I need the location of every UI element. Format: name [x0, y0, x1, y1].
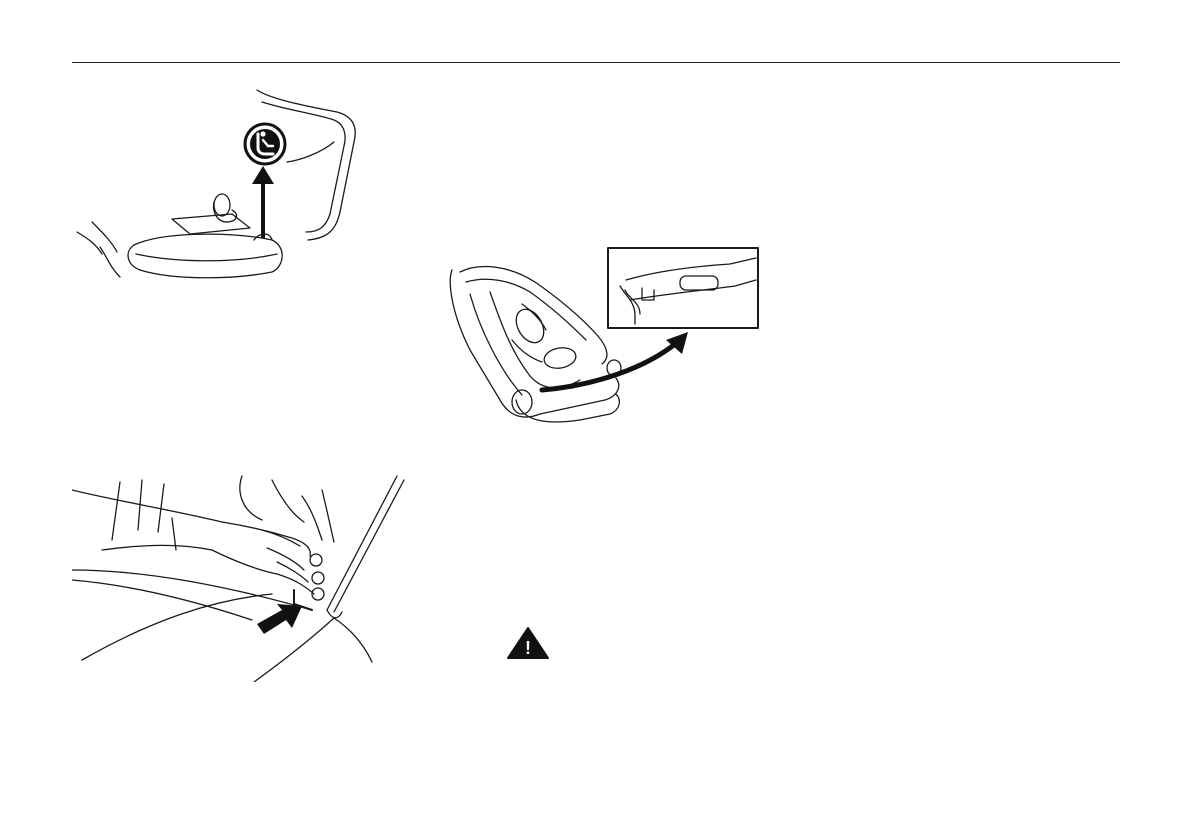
isofix-seat-drawing [72, 82, 402, 292]
header-rule [72, 62, 1120, 63]
hand-push-drawing [72, 470, 407, 682]
warning-glyph: ! [525, 638, 531, 658]
isofix-marker-illustration [72, 82, 402, 292]
child-seat-connector-drawing [430, 240, 765, 430]
hand-push-illustration [72, 470, 407, 682]
warning-triangle-icon: ! [506, 626, 550, 660]
warning-icon-graphic: ! [506, 626, 550, 660]
connector-detail-illustration [430, 240, 765, 430]
